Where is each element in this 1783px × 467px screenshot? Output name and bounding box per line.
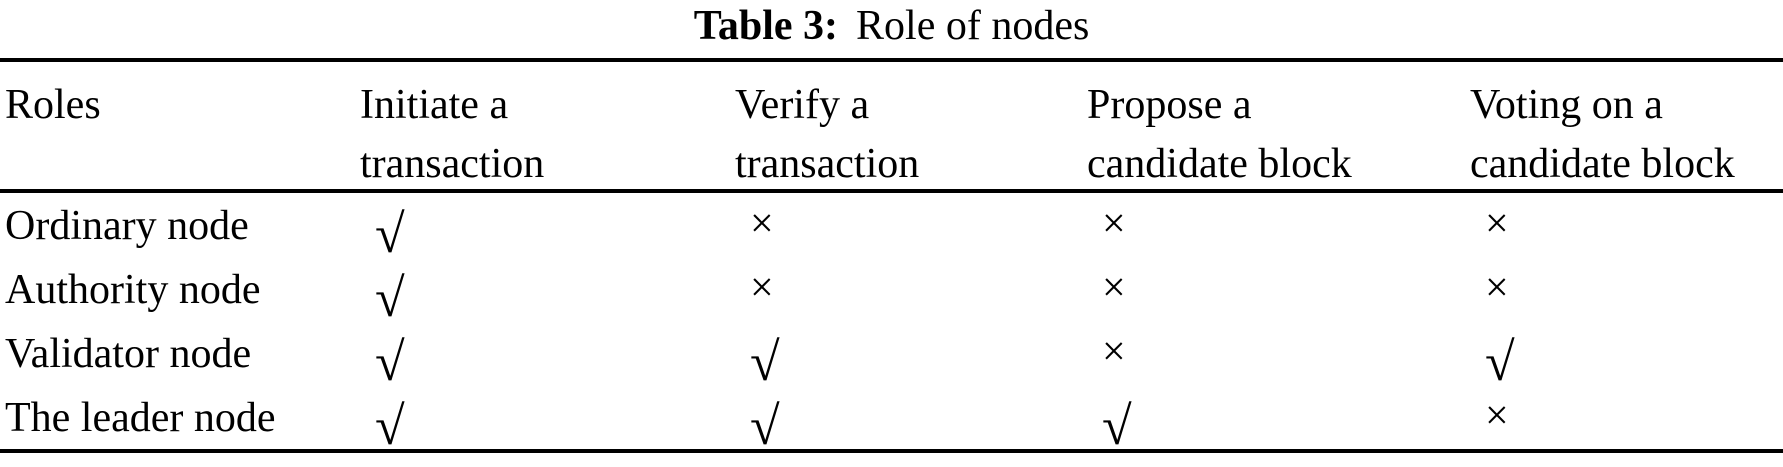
mark-cell: √ [1082,395,1465,455]
mark-glyph: × [750,201,774,247]
mark-glyph: × [1102,265,1126,311]
table-caption: Table 3: Role of nodes [0,0,1783,58]
table-top-rule [0,58,1783,62]
mark-cell: √ [730,331,1082,391]
mark-glyph: × [1485,393,1509,439]
mark-glyph: √ [375,332,405,392]
table-bottom-rule [0,449,1783,453]
mark-cell: × [730,201,1082,263]
table-caption-title: Role of nodes [856,3,1090,49]
header-voting-candidate-block: Voting on a candidate block [1470,82,1735,187]
table-row: The leader node √ √ √ × [0,385,1783,453]
mark-glyph: √ [375,268,405,328]
table-mid-rule [0,189,1783,193]
mark-cell: × [1465,393,1783,455]
role-cell: Ordinary node [5,203,249,249]
header-initiate-transaction: Initiate a transaction [360,82,545,187]
mark-cell: √ [1465,331,1783,391]
mark-cell: × [1082,201,1465,263]
mark-cell: × [1082,265,1465,327]
table-row: Validator node √ √ × √ [0,321,1783,389]
mark-cell: √ [355,331,730,391]
mark-glyph: × [1102,329,1126,375]
mark-glyph: √ [1102,396,1132,456]
mark-cell: √ [355,267,730,327]
mark-glyph: √ [750,396,780,456]
table-caption-number: Table 3: [693,3,839,49]
role-cell: Validator node [5,331,252,377]
mark-cell: √ [355,395,730,455]
mark-glyph: × [1485,201,1509,247]
mark-glyph: √ [375,204,405,264]
role-cell: Authority node [5,267,261,313]
header-roles: Roles [5,82,101,128]
mark-cell: × [1465,265,1783,327]
mark-cell: × [1082,329,1465,391]
mark-cell: √ [355,203,730,263]
mark-glyph: × [750,265,774,311]
mark-glyph: √ [750,332,780,392]
mark-cell: × [730,265,1082,327]
table-row: Ordinary node √ × × × [0,193,1783,261]
mark-glyph: × [1102,201,1126,247]
mark-glyph: × [1485,265,1509,311]
mark-cell: × [1465,201,1783,263]
header-propose-candidate-block: Propose a candidate block [1087,82,1352,187]
mark-cell: √ [730,395,1082,455]
mark-glyph: √ [375,396,405,456]
table-header-row: Roles Initiate a transaction Verify a tr… [0,62,1783,189]
table-row: Authority node √ × × × [0,257,1783,325]
mark-glyph: √ [1485,332,1515,392]
header-verify-transaction: Verify a transaction [735,82,920,187]
role-cell: The leader node [5,395,276,441]
